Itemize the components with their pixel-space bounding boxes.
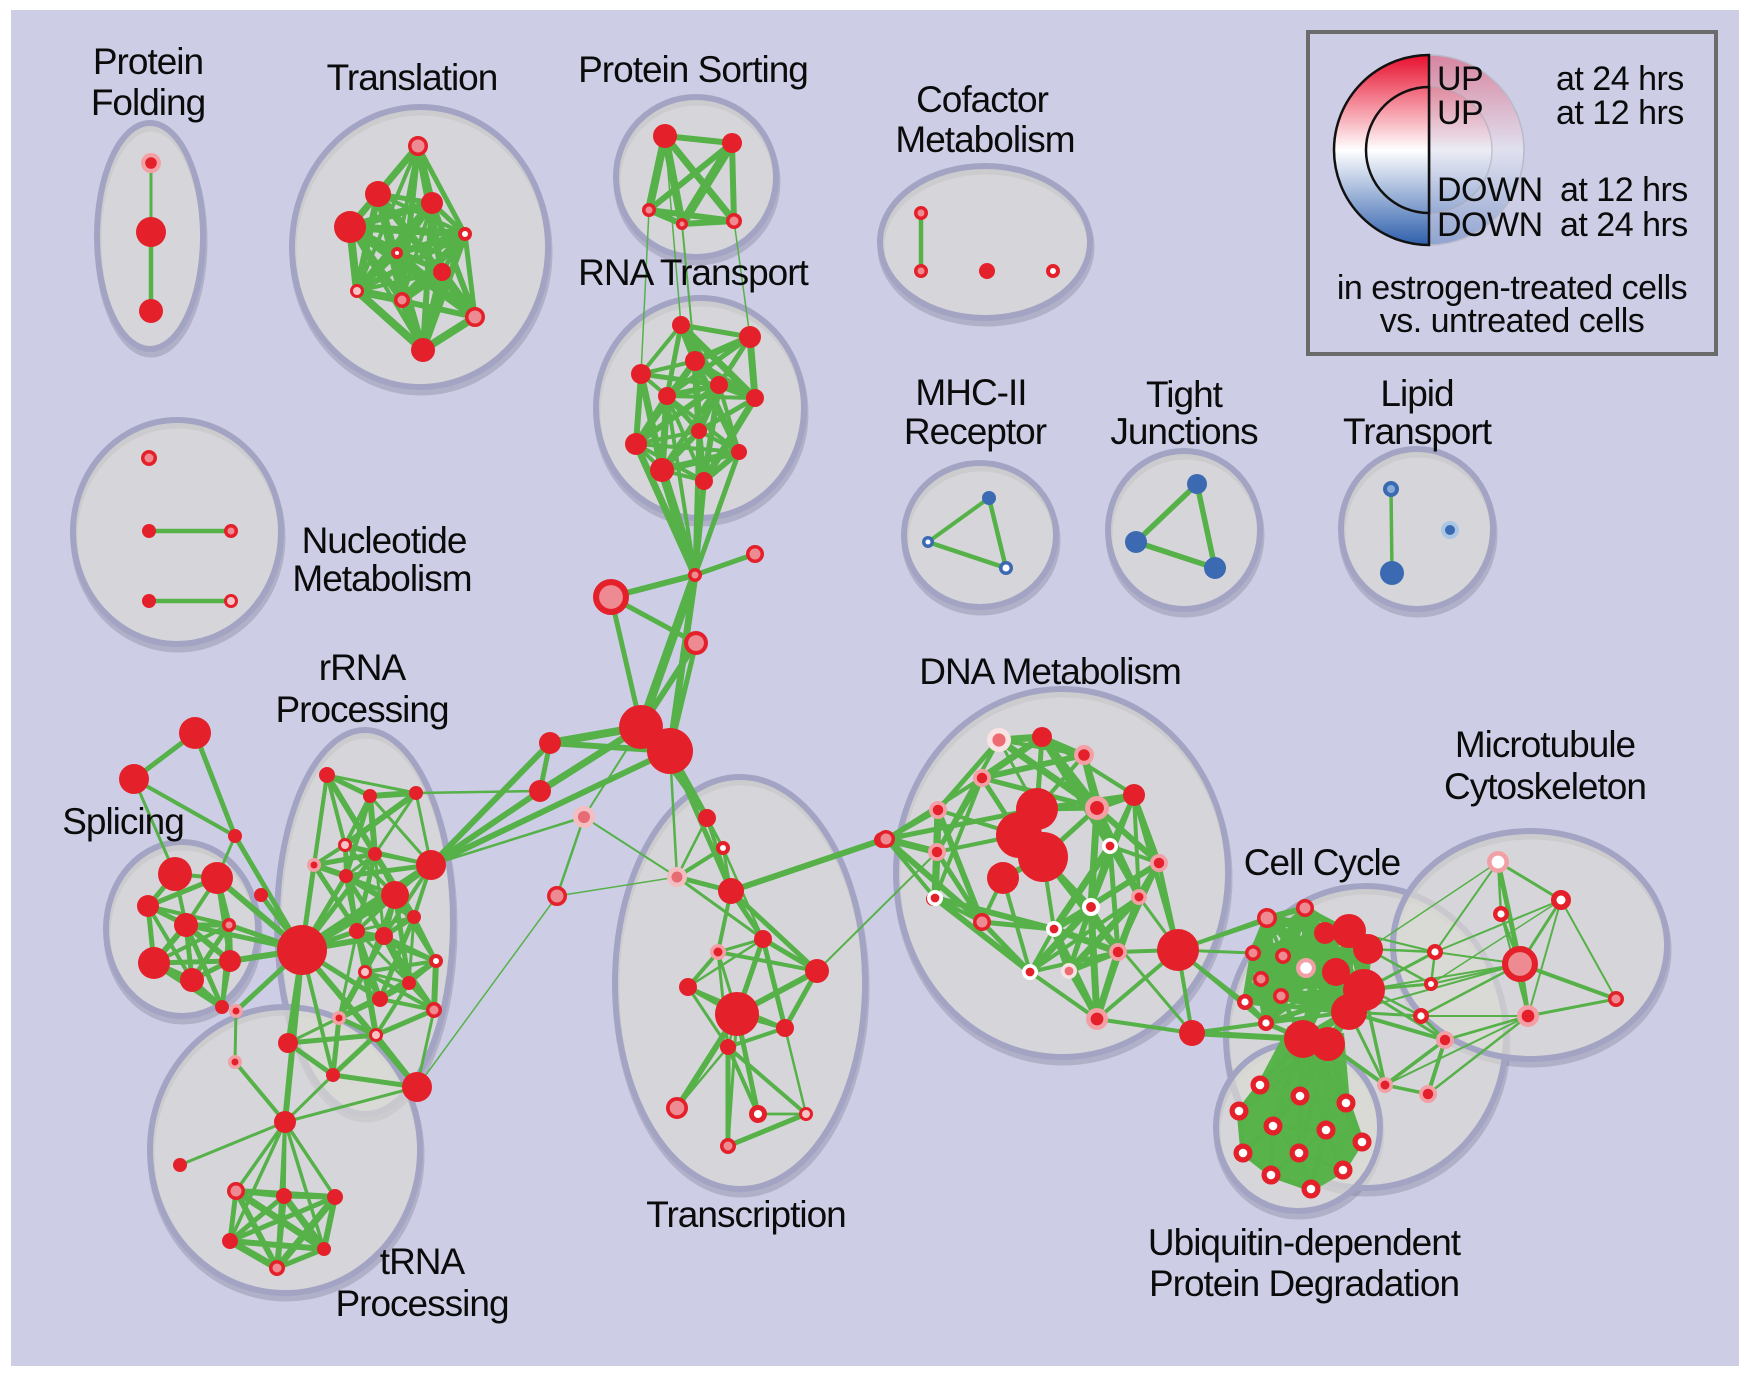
svg-text:DOWN: DOWN	[1437, 171, 1543, 209]
svg-text:Ubiquitin-dependent: Ubiquitin-dependent	[1148, 1222, 1462, 1263]
svg-text:Metabolism: Metabolism	[895, 119, 1074, 160]
svg-text:at 24 hrs: at 24 hrs	[1560, 206, 1688, 244]
svg-text:rRNA: rRNA	[319, 647, 407, 688]
svg-text:at 12 hrs: at 12 hrs	[1560, 171, 1688, 209]
svg-text:Junctions: Junctions	[1110, 411, 1258, 452]
svg-text:Cell Cycle: Cell Cycle	[1244, 842, 1401, 883]
svg-text:DOWN: DOWN	[1437, 206, 1543, 244]
svg-text:at 24 hrs: at 24 hrs	[1556, 60, 1684, 98]
svg-text:Cofactor: Cofactor	[916, 79, 1049, 120]
svg-text:UP: UP	[1437, 60, 1483, 98]
svg-text:in estrogen-treated cells: in estrogen-treated cells	[1337, 269, 1687, 307]
svg-text:Nucleotide: Nucleotide	[302, 520, 467, 561]
svg-text:Transcription: Transcription	[646, 1194, 845, 1235]
svg-text:Protein Degradation: Protein Degradation	[1149, 1263, 1459, 1304]
svg-text:Microtubule: Microtubule	[1455, 724, 1635, 765]
svg-text:MHC-II: MHC-II	[915, 372, 1026, 413]
svg-text:RNA Transport: RNA Transport	[578, 252, 809, 293]
svg-text:Tight: Tight	[1146, 374, 1224, 415]
svg-text:Processing: Processing	[275, 689, 448, 730]
svg-text:Splicing: Splicing	[62, 801, 184, 842]
svg-text:Processing: Processing	[335, 1283, 508, 1324]
svg-text:DNA Metabolism: DNA Metabolism	[919, 651, 1181, 692]
svg-text:Cytoskeleton: Cytoskeleton	[1444, 766, 1646, 807]
svg-text:vs. untreated cells: vs. untreated cells	[1380, 302, 1645, 340]
svg-text:Folding: Folding	[91, 82, 205, 123]
svg-text:Translation: Translation	[327, 57, 498, 98]
svg-text:tRNA: tRNA	[380, 1241, 466, 1282]
svg-text:Transport: Transport	[1343, 411, 1493, 452]
svg-text:Receptor: Receptor	[904, 411, 1047, 452]
svg-text:at 12 hrs: at 12 hrs	[1556, 94, 1684, 132]
svg-text:Metabolism: Metabolism	[292, 558, 471, 599]
svg-text:Lipid: Lipid	[1380, 373, 1453, 414]
svg-text:UP: UP	[1437, 94, 1483, 132]
svg-text:Protein: Protein	[93, 41, 203, 82]
svg-text:Protein Sorting: Protein Sorting	[578, 49, 808, 90]
